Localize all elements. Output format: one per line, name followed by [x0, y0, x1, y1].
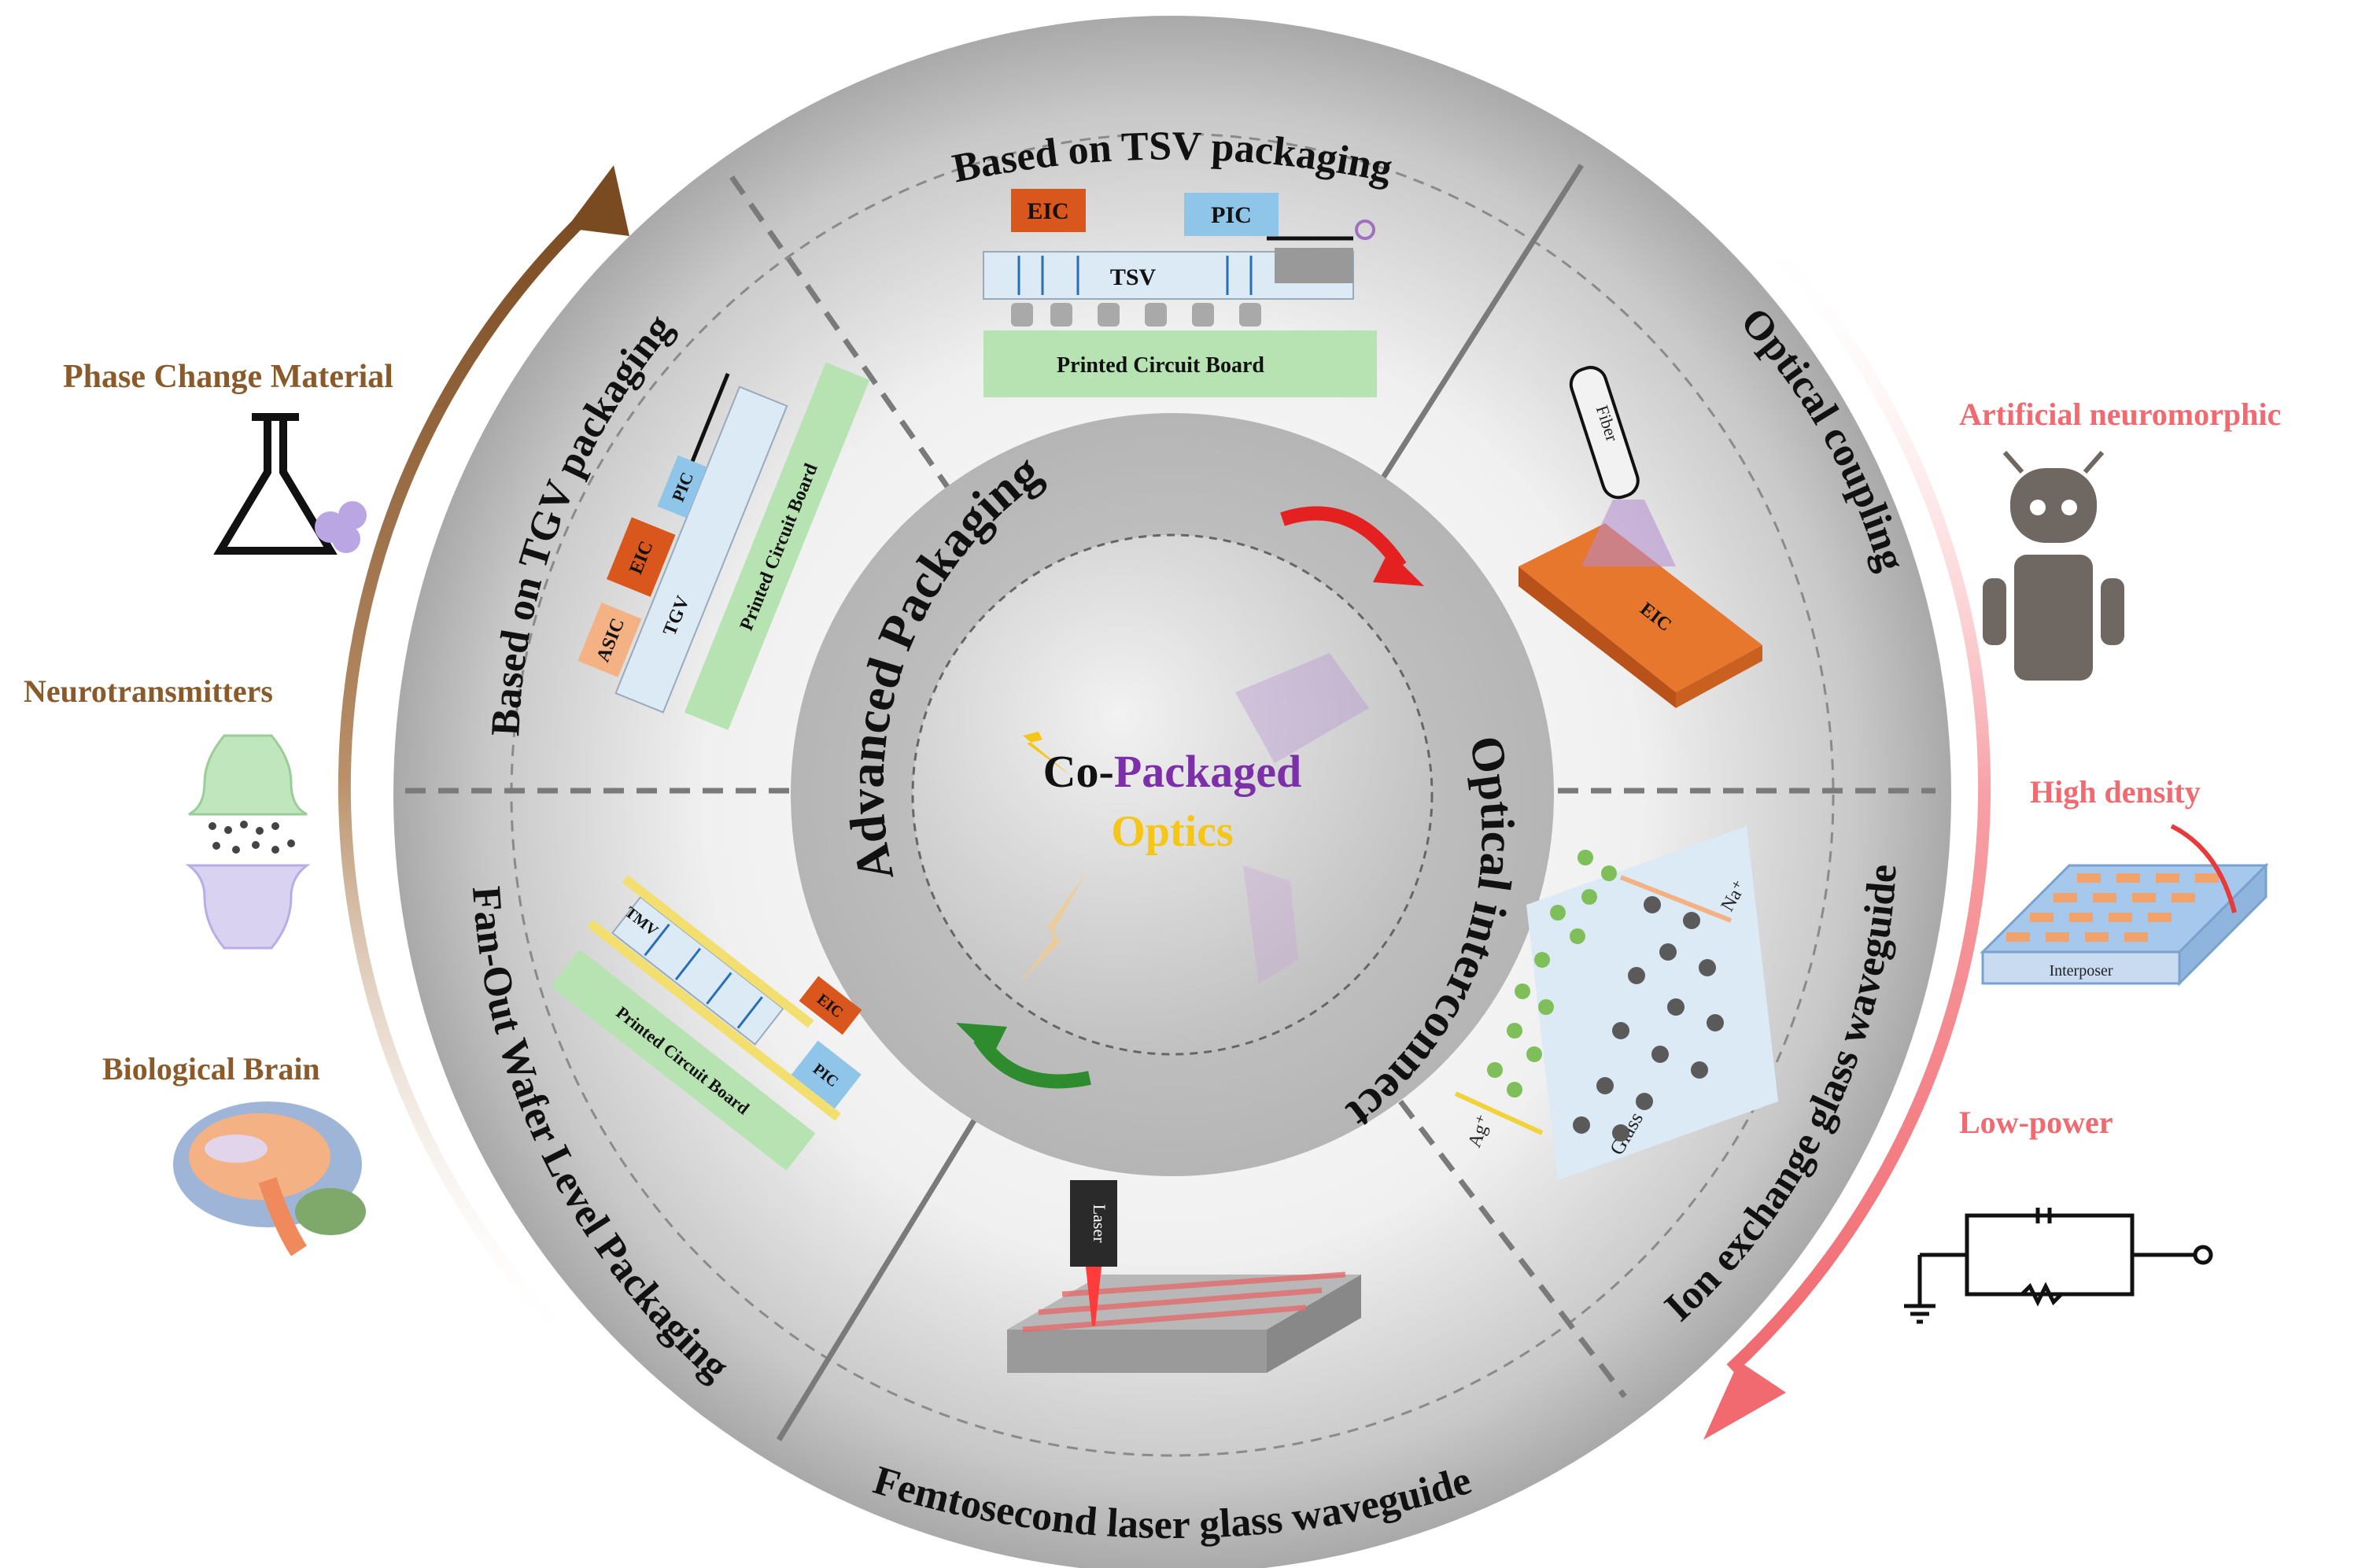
- red-arrow-head: [1373, 551, 1424, 586]
- tgv-asic-chip: [578, 602, 642, 677]
- tsv-pcb-label: Printed Circuit Board: [1057, 353, 1264, 378]
- fanout-redistribution-layer: [587, 919, 841, 1121]
- flask-icon: [213, 413, 367, 555]
- femto-diagram: Laser: [1007, 1180, 1361, 1373]
- femto-glass-side: [1267, 1275, 1361, 1373]
- tsv-eic-label: EIC: [1027, 198, 1068, 224]
- interposer-icon: Interposer: [1980, 824, 2269, 987]
- ion-ag-line: [1454, 1091, 1544, 1135]
- femto-laser-head: [1070, 1180, 1117, 1267]
- tsv-eic-chip: [1011, 189, 1086, 232]
- left-progress-arc: [338, 200, 603, 1358]
- coupling-diagram: EIC Fiber: [1518, 366, 1762, 708]
- green-arrow-head: [956, 1023, 1007, 1058]
- ion-na-particles: [1573, 896, 1724, 1142]
- tsv-bumps-bottom: [1011, 303, 1261, 327]
- robot-icon: [1983, 451, 2124, 681]
- synapse-icon: [185, 734, 311, 950]
- center-disk: [913, 535, 1432, 1054]
- fanout-top-layer: [622, 875, 814, 1028]
- tsv-pic-label: PIC: [1211, 202, 1252, 228]
- outer-dashed-circle: [510, 132, 1835, 1457]
- center-title: Co-Packaged: [1043, 746, 1302, 797]
- right-arrow-head: [1703, 1361, 1786, 1440]
- circuit-icon: [1904, 1208, 2213, 1324]
- tsv-fiber-loop-icon: [1355, 220, 1375, 240]
- femto-waveguides: [1022, 1271, 1346, 1333]
- center-title-co: Co-: [1043, 746, 1114, 797]
- right-label-high-density: High density: [2030, 774, 2201, 810]
- tsv-diagram: Printed Circuit Board TSV EIC PIC: [983, 189, 1377, 397]
- center-dashed-circle: [911, 533, 1434, 1056]
- left-label-neurotransmitters: Neurotransmitters: [24, 673, 273, 709]
- fanout-eic-chip: [799, 976, 862, 1035]
- lightning-icon-bottom: [1019, 873, 1086, 983]
- fanout-vias: [644, 923, 763, 1029]
- coupling-eic-side: [1518, 566, 1676, 708]
- femto-laser-label: Laser: [1090, 1205, 1109, 1244]
- center-title-optics: Optics: [1111, 807, 1234, 856]
- ion-ag-particles: [1487, 850, 1617, 1098]
- brain-icon: [173, 1101, 366, 1256]
- tsv-vias: [1017, 256, 1253, 295]
- tgv-interposer: [614, 386, 788, 714]
- fanout-pic-chip: [791, 1040, 862, 1109]
- ion-na-arrow: [1619, 875, 1733, 923]
- tgv-pcb: [684, 362, 870, 730]
- right-progress-arc: [1726, 216, 1991, 1374]
- femto-laser-beam: [1086, 1267, 1102, 1326]
- tsv-pic-chip: [1184, 193, 1279, 236]
- ion-diagram: Na⁺ Ag⁺ Glass: [1454, 826, 1778, 1180]
- purple-light-blob: [1235, 653, 1369, 763]
- high-density-pointer: [2170, 824, 2237, 913]
- center-title-packaged: Packaged: [1114, 746, 1301, 797]
- tgv-fiber: [690, 372, 730, 463]
- left-label-biological-brain: Biological Brain: [102, 1051, 320, 1087]
- femto-glass-front: [1007, 1330, 1267, 1373]
- tsv-fiber-holder: [1275, 248, 1353, 283]
- tsv-pcb: [983, 330, 1377, 397]
- left-label-phase-change: Phase Change Material: [63, 359, 393, 395]
- left-arrow-head: [566, 165, 629, 236]
- fanout-mold: [611, 895, 784, 1046]
- purple-light-blob-2: [1243, 865, 1298, 983]
- fanout-pcb: [550, 949, 816, 1171]
- interposer-label: Interposer: [2049, 962, 2113, 980]
- coupling-eic-top: [1518, 523, 1762, 692]
- right-label-artificial-neuromorphic: Artificial neuromorphic: [1959, 397, 2281, 432]
- tgv-eic-chip: [607, 517, 676, 597]
- tsv-label: TSV: [1110, 264, 1157, 290]
- coupling-light-beam: [1581, 500, 1676, 566]
- coupling-eic-front: [1676, 645, 1762, 708]
- right-label-low-power: Low-power: [1959, 1105, 2113, 1140]
- tgv-pic-chip: [657, 455, 707, 518]
